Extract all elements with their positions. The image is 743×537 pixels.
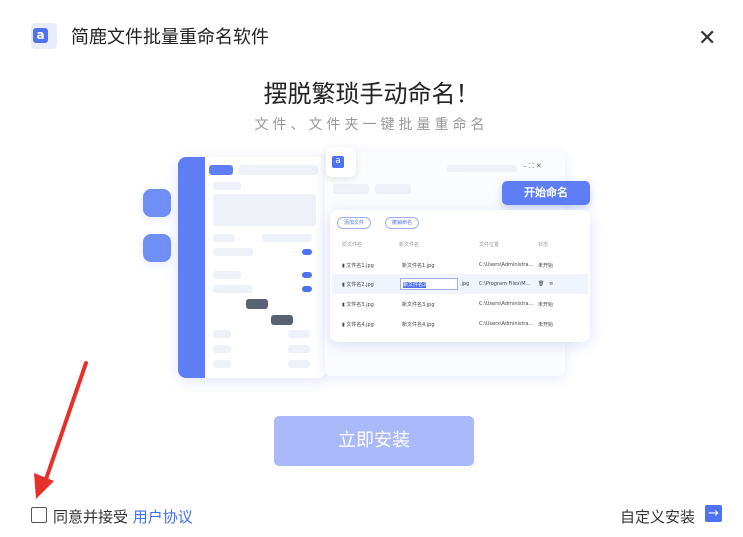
hero-heading: 摆脱繁琐手动命名！ (263, 80, 480, 108)
mock-logo: a (326, 147, 356, 177)
col-header: 新文件名 (399, 242, 420, 248)
red-arrow-annotation (34, 361, 88, 499)
user-agreement-link[interactable]: 用户协议 (132, 508, 193, 526)
agreement-text: 同意并接受 用户协议 (53, 506, 193, 527)
agree-checkbox[interactable] (31, 507, 47, 523)
mock-settings-panel (178, 157, 326, 378)
window-title: 简鹿文件批量重命名软件 (71, 27, 269, 48)
col-header: 状态 (538, 242, 549, 248)
mock-add-file-button: 添加文件 (337, 217, 372, 229)
hero-subheading: 文件、文件夹一键批量重命名 (254, 117, 489, 133)
col-header: 原文件名 (342, 242, 363, 248)
folder-icon (143, 234, 171, 262)
close-icon[interactable]: ✕ (698, 26, 717, 51)
mock-start-rename-button: 开始命名 (502, 181, 590, 205)
arrow-right-icon[interactable]: → (705, 505, 722, 522)
agreement-label: 同意并接受 (53, 508, 129, 526)
custom-install-link[interactable]: 自定义安装 (620, 508, 696, 526)
app-logo: a (31, 23, 57, 49)
mock-undo-button: 撤销命名 (385, 217, 420, 229)
install-now-button[interactable]: 立即安装 (274, 416, 474, 466)
illustration: – ⛶ ✕ a 开始命名 添加文件 撤销命名 原文件名 新文件名 文件位置 状态… (143, 147, 590, 378)
file-icon (143, 189, 171, 217)
col-header: 文件位置 (479, 242, 500, 248)
